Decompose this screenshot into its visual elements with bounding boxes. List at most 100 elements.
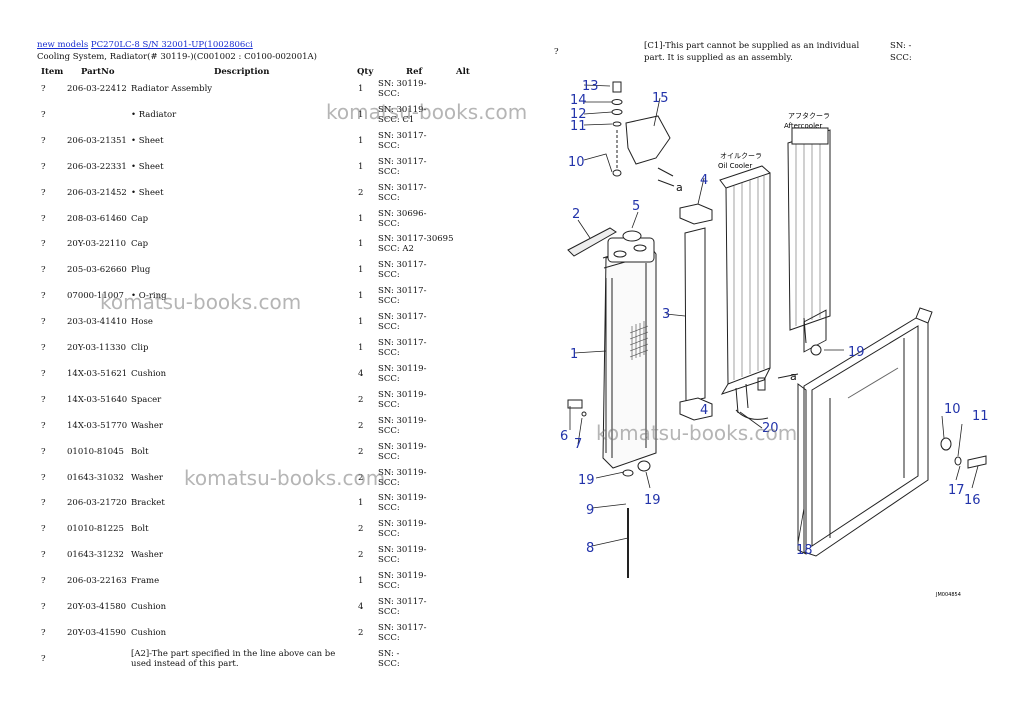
row-ref-scc: SCC: bbox=[378, 477, 400, 488]
row-description: Washer bbox=[131, 472, 163, 483]
row-ref-scc: SCC: bbox=[378, 166, 400, 177]
row-item: ? bbox=[41, 265, 46, 276]
row-ref-sn: SN: 30696- bbox=[378, 208, 427, 219]
row-ref-scc: SCC: bbox=[378, 555, 400, 566]
aftercooler bbox=[787, 127, 831, 344]
row-item: ? bbox=[41, 576, 46, 587]
row-ref: SN: 30119-SCC: C1 bbox=[378, 105, 426, 125]
row-item: ? bbox=[41, 602, 46, 612]
callout-18: 18 bbox=[796, 543, 813, 558]
row-item: ? bbox=[41, 213, 46, 224]
row-ref-sn: SN: 30117- bbox=[378, 182, 427, 193]
row-ref-scc: SCC: bbox=[378, 632, 400, 643]
callout-10: 10 bbox=[568, 155, 585, 170]
hose bbox=[735, 409, 769, 420]
row-ref: SN: 30117-SCC: bbox=[378, 183, 426, 203]
row-partno: 208-03-61460 bbox=[67, 213, 127, 224]
breadcrumb-link-new-models[interactable]: new models bbox=[37, 40, 89, 50]
row-partno: 203-03-41410 bbox=[67, 317, 127, 328]
row-ref-sn: SN: 30119- bbox=[378, 415, 427, 426]
row-ref: SN: 30119-SCC: bbox=[378, 416, 426, 436]
row-ref-scc: SCC: bbox=[378, 140, 400, 151]
row-item: ? bbox=[41, 446, 46, 457]
row-description: Plug bbox=[131, 265, 151, 276]
row-item: ? bbox=[41, 524, 46, 535]
oil-cooler-label-en: Oil Cooler bbox=[718, 162, 752, 170]
row-description: Washer bbox=[131, 420, 163, 431]
row-qty: 2 bbox=[358, 550, 364, 561]
row-ref-scc: SCC: bbox=[378, 399, 400, 410]
row-ref-scc: SCC: bbox=[378, 192, 400, 203]
row-ref-sn: SN: 30119- bbox=[378, 441, 427, 452]
row-ref-scc: SCC: bbox=[378, 322, 400, 333]
row-qty: 1 bbox=[358, 84, 364, 94]
row-item: ? bbox=[41, 472, 46, 483]
row-qty: 1 bbox=[358, 161, 364, 172]
callout-1: 1 bbox=[570, 347, 578, 362]
cushion-strip bbox=[684, 227, 706, 403]
row-description: • Sheet bbox=[131, 135, 164, 146]
col-header-ref: Ref bbox=[406, 67, 423, 77]
row-partno: 07000-11007 bbox=[67, 291, 124, 302]
row-ref-scc: SCC: A2 bbox=[378, 244, 414, 255]
row-ref-sn: SN: 30117-30695 bbox=[378, 234, 454, 245]
row-ref: SN: 30119-SCC: bbox=[378, 468, 426, 488]
row-partno: 20Y-03-41590 bbox=[67, 627, 127, 638]
row-ref: SN: 30119-SCC: bbox=[378, 364, 426, 384]
row-qty: 2 bbox=[358, 187, 364, 198]
row-item: ? bbox=[41, 394, 46, 405]
callout-8: 8 bbox=[586, 541, 594, 556]
row-partno: 206-03-22163 bbox=[67, 576, 127, 587]
row-ref-sn: SN: 30119- bbox=[378, 493, 427, 504]
row-ref: SN: 30696-SCC: bbox=[378, 209, 426, 229]
row-item: ? bbox=[41, 498, 46, 509]
bolt-stack bbox=[611, 81, 623, 177]
row-ref-scc: SCC: bbox=[378, 89, 400, 99]
row-ref: SN: 30119-SCC: bbox=[378, 79, 426, 99]
row-description: Bolt bbox=[131, 524, 149, 535]
note-scc: SCC: bbox=[890, 53, 912, 63]
row-qty: 1 bbox=[358, 265, 364, 276]
col-header-partno: PartNo bbox=[81, 67, 115, 77]
callout-10: 10 bbox=[944, 402, 961, 417]
row-partno: 206-03-21351 bbox=[67, 135, 127, 146]
upper-bracket bbox=[625, 115, 671, 165]
callout-2: 2 bbox=[572, 207, 580, 222]
row-ref: SN: 30117-SCC: bbox=[378, 623, 426, 643]
oil-cooler bbox=[719, 165, 771, 414]
row-ref: SN: 30119-SCC: bbox=[378, 493, 426, 513]
callout-17: 17 bbox=[948, 483, 965, 498]
callout-19: 19 bbox=[578, 473, 595, 488]
row-ref-sn: SN: 30119- bbox=[378, 467, 427, 478]
row-ref-scc: SCC: bbox=[378, 581, 400, 592]
row-ref: SN: 30119-SCC: bbox=[378, 519, 426, 539]
breadcrumb-link-model[interactable]: PC270LC-8 S/N 32001-UP(1002806ci bbox=[90, 40, 253, 50]
row-partno: 206-03-21720 bbox=[67, 498, 127, 509]
callout-11: 11 bbox=[570, 119, 587, 134]
col-header-qty: Qty bbox=[357, 67, 374, 77]
row-description: Frame bbox=[131, 576, 160, 587]
frame bbox=[797, 307, 933, 557]
row-ref-sn: SN: 30119- bbox=[378, 389, 427, 400]
row-ref: SN: 30117-SCC: bbox=[378, 286, 426, 306]
table-row: ?[A2]-The part specified in the line abo… bbox=[0, 649, 500, 675]
row-description: • Sheet bbox=[131, 161, 164, 172]
row-ref-sn: SN: 30119- bbox=[378, 363, 427, 374]
row-ref-scc: SCC: bbox=[378, 218, 400, 229]
radiator-core bbox=[602, 237, 657, 469]
row-ref-sn: SN: 30119- bbox=[378, 104, 427, 115]
row-description: Washer bbox=[131, 550, 163, 561]
callout-4: 4 bbox=[700, 173, 708, 188]
row-item: ? bbox=[41, 109, 46, 120]
row-qty: 4 bbox=[358, 602, 364, 612]
row-qty: 1 bbox=[358, 343, 364, 353]
page-title: Cooling System, Radiator(# 30119-)(C0010… bbox=[37, 52, 317, 62]
